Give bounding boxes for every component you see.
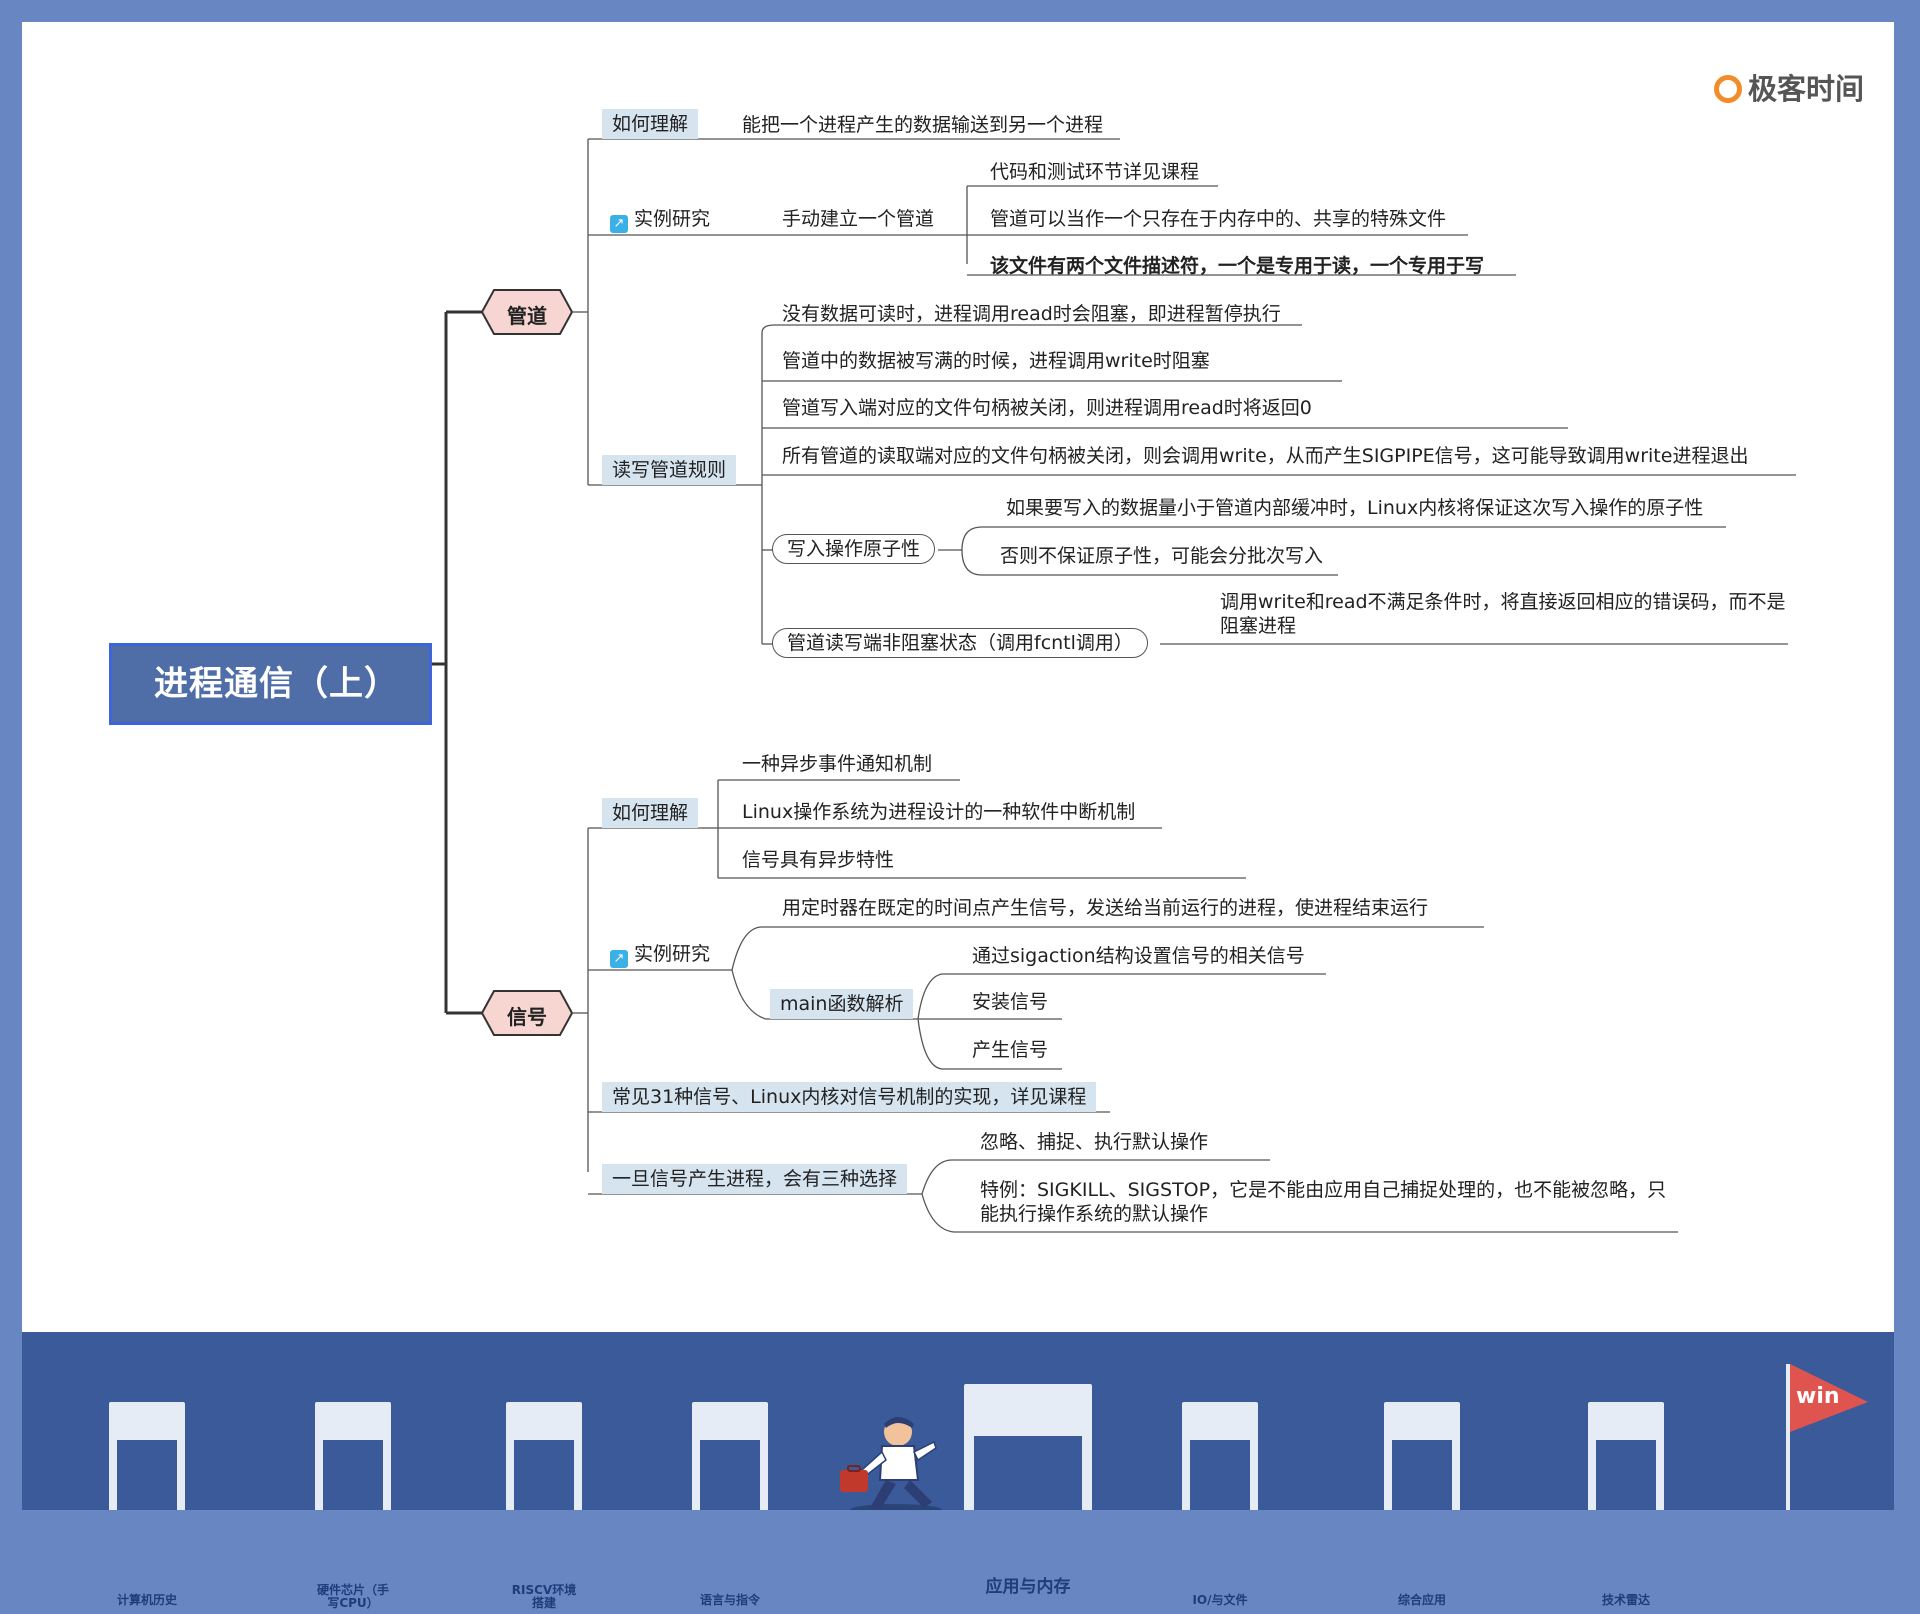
signal-choice-item: 特例：SIGKILL、SIGSTOP，它是不能由应用自己捕捉处理的，也不能被忽略… [980,1179,1667,1225]
signal-understand-item: Linux操作系统为进程设计的一种软件中断机制 [742,801,1136,823]
link-icon: ↗ [610,215,628,233]
signal-case-item: 用定时器在既定的时间点产生信号，发送给当前运行的进程，使进程结束运行 [782,897,1429,919]
pipe-case-item: 代码和测试环节详见课程 [990,161,1200,183]
root-node: 进程通信（上） [109,643,432,725]
win-flag-label: win [1796,1384,1840,1409]
signal-understand-item: 信号具有异步特性 [742,849,895,871]
pipe-rule-item: 没有数据可读时，进程调用read时会阻塞，即进程暂停执行 [782,303,1281,325]
signal-main-item: 安装信号 [972,991,1049,1013]
signal-case-tag: ↗实例研究 [610,942,710,968]
gate-post [109,1402,185,1510]
pipe-nonblock-node: 管道读写端非阻塞状态（调用fcntl调用） [772,628,1148,658]
link-icon: ↗ [610,950,628,968]
connector-lines [411,138,1796,1233]
logo-ring-icon [1714,75,1742,103]
pipe-understand-text: 能把一个进程产生的数据输送到另一个进程 [742,114,1104,136]
signal-main-item: 产生信号 [972,1039,1049,1061]
mindmap-canvas: 极客时间 进程通信（上） 管道 如何理解 能把一个进程产生的数据输送到另一个进程… [22,22,1894,1332]
signal-choice-tag: 一旦信号产生进程，会有三种选择 [602,1164,908,1194]
signal-main-tag: main函数解析 [770,989,914,1019]
gate-post [506,1402,582,1510]
road-graphics [109,1364,1868,1510]
signal-understand-tag: 如何理解 [602,798,699,828]
signal-main-item: 通过sigaction结构设置信号的相关信号 [972,945,1305,967]
pipe-nonblock-text: 调用write和read不满足条件时，将直接返回相应的错误码，而不是阻塞进程 [1220,591,1786,637]
win-flag [1786,1364,1868,1510]
pipe-rules-tag: 读写管道规则 [602,455,737,485]
pipe-case-item: 管道可以当作一个只存在于内存中的、共享的特殊文件 [990,208,1447,230]
gate-post [1588,1402,1664,1510]
pipe-understand-tag: 如何理解 [602,109,699,139]
pipe-atomic-item: 如果要写入的数据量小于管道内部缓冲时，Linux内核将保证这次写入操作的原子性 [1006,497,1704,519]
pipe-rule-item: 所有管道的读取端对应的文件句柄被关闭，则会调用write，从而产生SIGPIPE… [782,445,1749,467]
progress-road-footer: 计算机历史 硬件芯片（手写CPU） RISCV环境搭建 语言与指令 应用与内存 … [22,1332,1894,1610]
pipe-case-sub: 手动建立一个管道 [782,208,935,230]
pipe-node-label: 管道 [507,304,547,328]
brand-logo: 极客时间 [1714,66,1864,108]
gate-post [1384,1402,1460,1510]
pipe-rule-item: 管道中的数据被写满的时候，进程调用write时阻塞 [782,350,1210,372]
gate-post [692,1402,768,1510]
gate-post [1182,1402,1258,1510]
pipe-case-tag: ↗实例研究 [610,207,710,233]
signal-understand-item: 一种异步事件通知机制 [742,753,933,775]
runner-figure [840,1417,942,1510]
pipe-case-item: 该文件有两个文件描述符，一个是专用于读，一个专用于写 [990,255,1485,277]
signal-common-tag: 常见31种信号、Linux内核对信号机制的实现，详见课程 [602,1082,1097,1112]
signal-choice-item: 忽略、捕捉、执行默认操作 [980,1131,1209,1153]
gate-post [315,1402,391,1510]
signal-node-label: 信号 [507,1005,547,1029]
pipe-atomic-node: 写入操作原子性 [772,534,936,564]
pipe-rule-item: 管道写入端对应的文件句柄被关闭，则进程调用read时将返回0 [782,397,1312,419]
pipe-atomic-item: 否则不保证原子性，可能会分批次写入 [1000,545,1324,567]
gate-post [964,1384,1092,1510]
